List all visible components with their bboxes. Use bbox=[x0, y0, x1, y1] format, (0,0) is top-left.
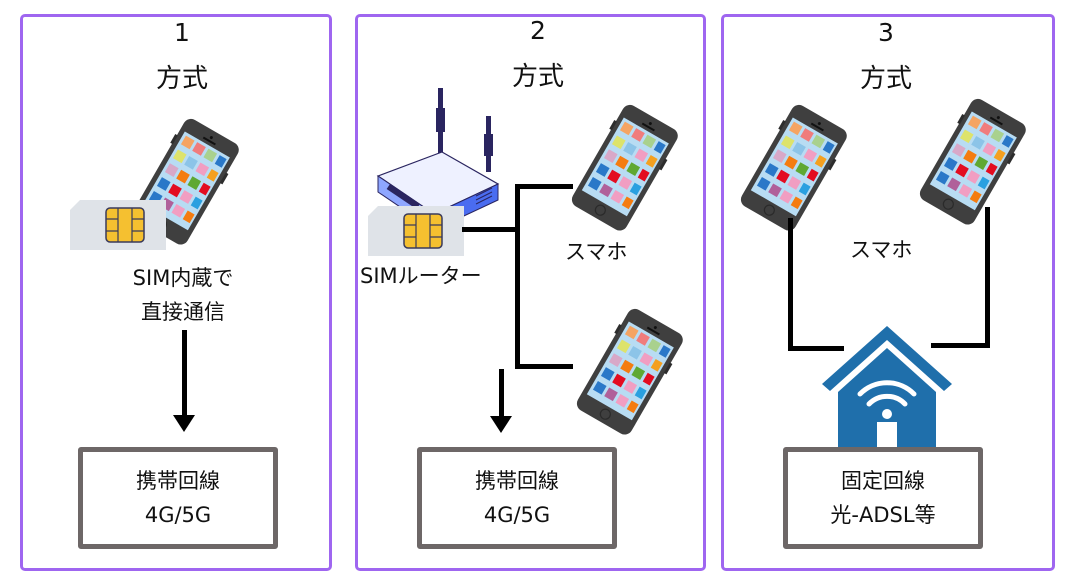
phone-right-connector-line bbox=[985, 207, 990, 348]
method-3-network-box: 固定回線 光-ADSL等 bbox=[783, 447, 983, 549]
phone-left-connector-line bbox=[788, 218, 793, 351]
router-connector-line bbox=[462, 227, 520, 232]
method-2-network-type: 携帯回線 bbox=[475, 469, 559, 493]
method-3-title: 方式 bbox=[859, 64, 912, 94]
arrow-down-icon-shaft bbox=[182, 330, 187, 418]
method-1-number: 1 bbox=[174, 18, 190, 47]
smartphone-icon bbox=[566, 100, 684, 236]
smartphone-icon bbox=[571, 304, 689, 440]
smartphone-icon bbox=[914, 94, 1032, 230]
method-2-network-spec: 4G/5G bbox=[483, 503, 551, 527]
arrow-down-icon bbox=[173, 415, 195, 432]
method-2-title: 方式 bbox=[511, 62, 564, 92]
method-1-device-label-line2: 直接通信 bbox=[141, 300, 225, 324]
method-3-network-spec: 光-ADSL等 bbox=[830, 503, 936, 527]
method-1-device-label-line1: SIM内蔵で bbox=[132, 266, 234, 290]
sim-card-icon bbox=[367, 205, 465, 257]
home-wifi-icon bbox=[822, 326, 952, 450]
router-label: SIMルーター bbox=[360, 264, 482, 288]
branch-connector-line bbox=[515, 184, 520, 369]
sim-card-icon bbox=[69, 199, 167, 251]
method-1-network-box: 携帯回線 4G/5G bbox=[78, 447, 278, 549]
phone-left-connector-line-h bbox=[788, 346, 844, 351]
phone-bottom-connector-line bbox=[515, 364, 573, 369]
method-1-network-spec: 4G/5G bbox=[144, 503, 212, 527]
method-3-phone-label: スマホ bbox=[850, 238, 913, 262]
method-2-phone-label: スマホ bbox=[565, 240, 628, 264]
method-1-title: 方式 bbox=[155, 64, 208, 94]
method-1-network-type: 携帯回線 bbox=[136, 469, 220, 493]
method-2-network-box: 携帯回線 4G/5G bbox=[417, 447, 617, 549]
smartphone-icon bbox=[735, 100, 853, 236]
method-3-number: 3 bbox=[878, 18, 894, 47]
arrow-down-icon-shaft bbox=[499, 369, 504, 419]
phone-right-connector-line-h bbox=[931, 343, 990, 348]
method-3-network-type: 固定回線 bbox=[841, 469, 925, 493]
phone-top-connector-line bbox=[515, 184, 573, 189]
arrow-down-icon bbox=[490, 416, 512, 433]
method-2-number: 2 bbox=[530, 16, 546, 45]
